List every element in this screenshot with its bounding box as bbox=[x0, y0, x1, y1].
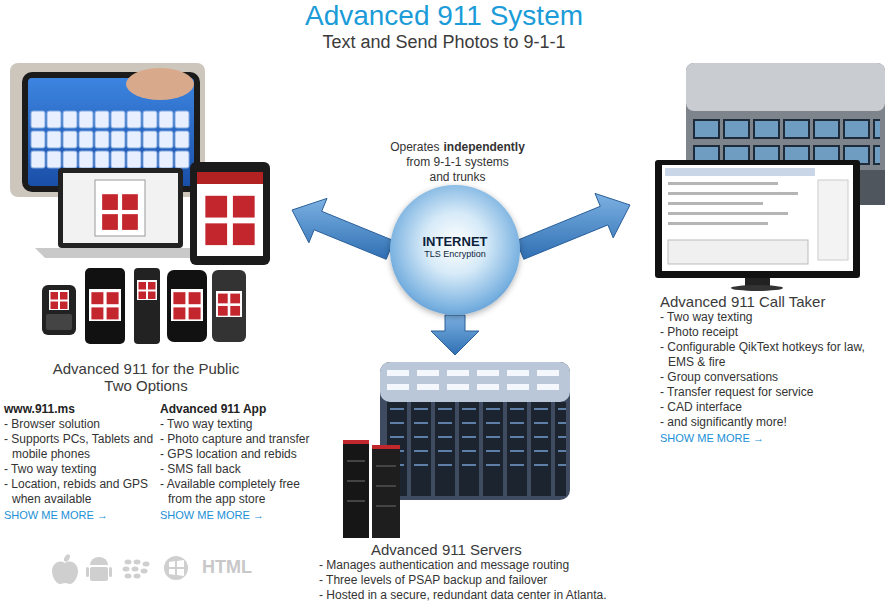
note-block: Operates independentlyfrom 9-1-1 systemsa… bbox=[355, 140, 560, 185]
call-taker-panel: Advanced 911 Call Taker- Two way texting… bbox=[630, 60, 888, 446]
bullet-item: - Group conversations bbox=[660, 370, 884, 385]
panel-heading: Advanced 911 Call Taker bbox=[660, 293, 884, 310]
option-column: www.911.ms- Browser solution- Supports P… bbox=[4, 402, 156, 523]
servers-panel: Advanced 911 Servers- Manages authentica… bbox=[319, 355, 623, 603]
note-emphasis: independently bbox=[444, 140, 525, 154]
bullet-item: - GPS location and rebids bbox=[160, 447, 318, 462]
mobile-phones bbox=[42, 268, 246, 344]
bullet-item: - Supports PCs, Tablets and mobile phone… bbox=[4, 432, 156, 462]
bullet-item: - Hosted in a secure, redundant data cen… bbox=[319, 588, 623, 603]
bullet-item: - and significantly more! bbox=[660, 415, 884, 430]
panel-heading: Advanced 911 for the Public Two Options bbox=[44, 360, 249, 394]
bullet-item: - Photo receipt bbox=[660, 325, 884, 340]
block-arrow bbox=[516, 193, 630, 259]
bullet-item: - Two way texting bbox=[160, 417, 318, 432]
audience-panel: Advanced 911 for the Public Two Options bbox=[0, 60, 292, 394]
show-more-link: SHOW ME MORE → bbox=[660, 431, 884, 446]
bullet-item: - Three levels of PSAP backup and failov… bbox=[319, 573, 623, 588]
note-text: Operates bbox=[390, 140, 439, 154]
note-line: Operates independently bbox=[355, 140, 560, 155]
bullet-item: - Two way texting bbox=[660, 310, 884, 325]
bullet-item: - Manages authentication and message rou… bbox=[319, 558, 623, 573]
server-racks bbox=[343, 440, 400, 538]
globe-title: INTERNET bbox=[423, 234, 488, 249]
note-text: from 9-1-1 systems bbox=[355, 155, 560, 170]
globe-subtitle: TLS Encryption bbox=[424, 249, 486, 260]
bullet-item: - Configurable QikText hotkeys for law, … bbox=[660, 340, 884, 370]
tablet bbox=[190, 162, 270, 265]
bullet-item: - Transfer request for service bbox=[660, 385, 884, 400]
bullet-item: - Browser solution bbox=[4, 417, 156, 432]
bullet-item: - SMS fall back bbox=[160, 462, 318, 477]
note-text: and trunks bbox=[355, 170, 560, 185]
bullet-item: - Available completely free from the app… bbox=[160, 477, 318, 507]
server-room-photo bbox=[380, 362, 570, 500]
bullet-item: - Location, rebids and GPS when availabl… bbox=[4, 477, 156, 507]
call-taker-monitor bbox=[655, 160, 860, 291]
platform-icons bbox=[52, 553, 188, 584]
panel-heading: Advanced 911 App bbox=[160, 402, 318, 417]
bullet-item: - CAD interface bbox=[660, 400, 884, 415]
bullet-item: - Photo capture and transfer bbox=[160, 432, 318, 447]
panel-heading: Advanced 911 Servers bbox=[319, 541, 623, 558]
show-more-link: SHOW ME MORE → bbox=[160, 508, 318, 523]
option-column: Advanced 911 App- Two way texting- Photo… bbox=[160, 402, 318, 523]
bullet-item: - Two way texting bbox=[4, 462, 156, 477]
show-more-link: SHOW ME MORE → bbox=[4, 508, 156, 523]
subtitle: Text and Send Photos to 9-1-1 bbox=[0, 31, 888, 53]
internet-globe: INTERNETTLS Encryption bbox=[390, 185, 520, 315]
panel-heading: www.911.ms bbox=[4, 402, 156, 417]
block-arrow bbox=[431, 315, 479, 355]
laptop bbox=[35, 168, 205, 258]
diagram-title: Advanced 911 System bbox=[0, 0, 888, 32]
platform-label: HTML bbox=[202, 556, 252, 578]
block-arrow bbox=[292, 198, 394, 259]
